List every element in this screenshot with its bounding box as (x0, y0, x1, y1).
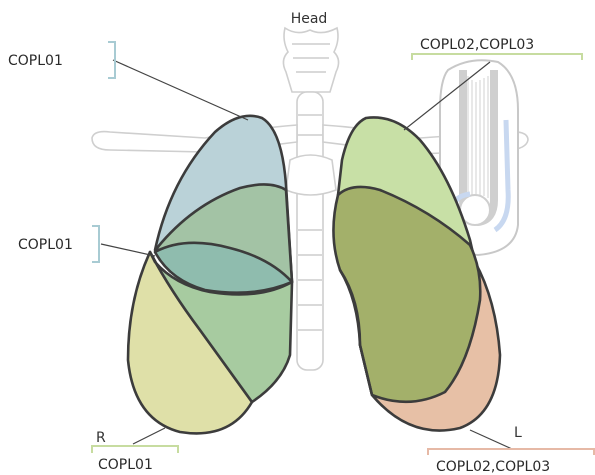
head-label: Head (291, 11, 328, 27)
right-side-label: R (96, 430, 106, 446)
callout-right-lower: COPL01 (98, 457, 153, 473)
callout-right-middle: COPL01 (18, 237, 73, 253)
callout-right-upper: COPL01 (8, 53, 63, 69)
left-side-label: L (514, 425, 522, 441)
callout-left-upper: COPL02,COPL03 (420, 37, 534, 53)
callout-left-lower: COPL02,COPL03 (436, 459, 550, 475)
right-lung (128, 116, 292, 434)
